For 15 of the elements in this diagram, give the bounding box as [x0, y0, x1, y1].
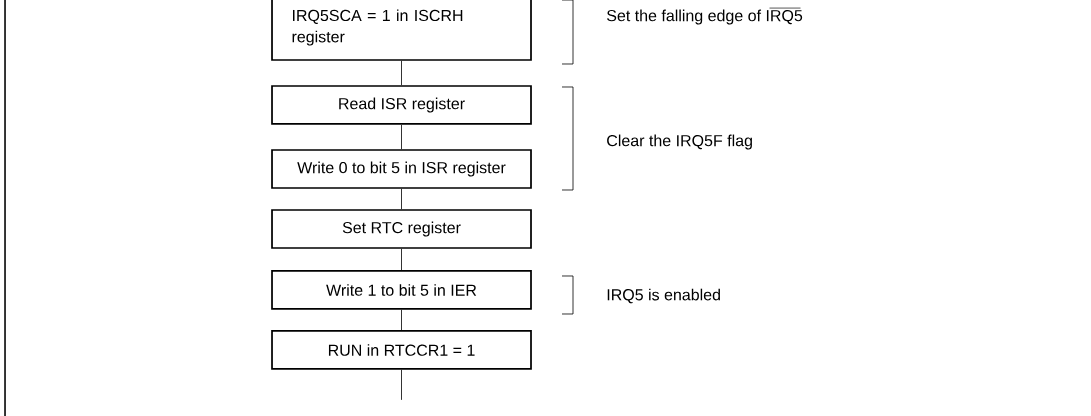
process-box: Write 1 to bit 5 in IER — [271, 270, 532, 310]
process-box: RUN in RTCCR1 = 1 — [271, 330, 532, 370]
connector-line — [401, 124, 402, 150]
connector-line — [401, 60, 402, 86]
process-box: Set RTC register — [271, 209, 532, 249]
process-box: Write 0 to bit 5 in ISR register — [271, 149, 532, 189]
connector-line — [401, 188, 402, 210]
annotation-text: Clear the IRQ5F flag — [607, 134, 752, 150]
annotation-text: Set the falling edge of IRQ5 — [607, 7, 803, 25]
annotation-text: IRQ5 is enabled — [607, 288, 720, 304]
process-box: Read ISR register — [271, 85, 532, 125]
connector-line — [401, 369, 402, 401]
connector-line — [401, 309, 402, 331]
process-box: IRQ5SCA = 1 in ISCRH register — [271, 0, 532, 61]
connector-line — [401, 248, 402, 271]
